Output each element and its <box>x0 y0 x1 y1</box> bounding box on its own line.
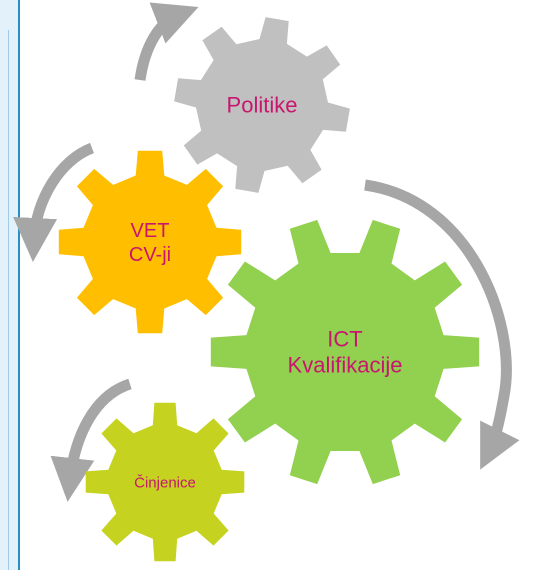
left-rail <box>0 0 20 570</box>
arrow-bottom <box>50 378 132 502</box>
gear-vet-shape <box>58 150 242 334</box>
arrow-right <box>364 179 520 470</box>
gear-ict-line-1: Kvalifikacije <box>288 353 403 378</box>
gear-cinjenice-line-0: Činjenice <box>134 474 196 491</box>
gear-politike-shape <box>174 17 350 193</box>
gear-politike-line-0: Politike <box>227 93 298 118</box>
rail-line <box>8 30 9 570</box>
gear-ict-shape <box>210 219 480 485</box>
arrow-top <box>134 2 199 81</box>
gear-politike: Politike <box>174 17 350 193</box>
arrow-left <box>13 142 95 262</box>
gear-vet-line-1: CV-ji <box>129 244 171 266</box>
gear-politike-label: Politike <box>227 93 298 118</box>
gear-vet-line-0: VET <box>131 220 170 242</box>
gear-ict-line-0: ICT <box>327 327 362 352</box>
gear-cinjenice-shape <box>85 402 245 562</box>
gear-cinjenice-label: Činjenice <box>134 474 196 491</box>
gear-cinjenice: Činjenice <box>85 402 245 562</box>
